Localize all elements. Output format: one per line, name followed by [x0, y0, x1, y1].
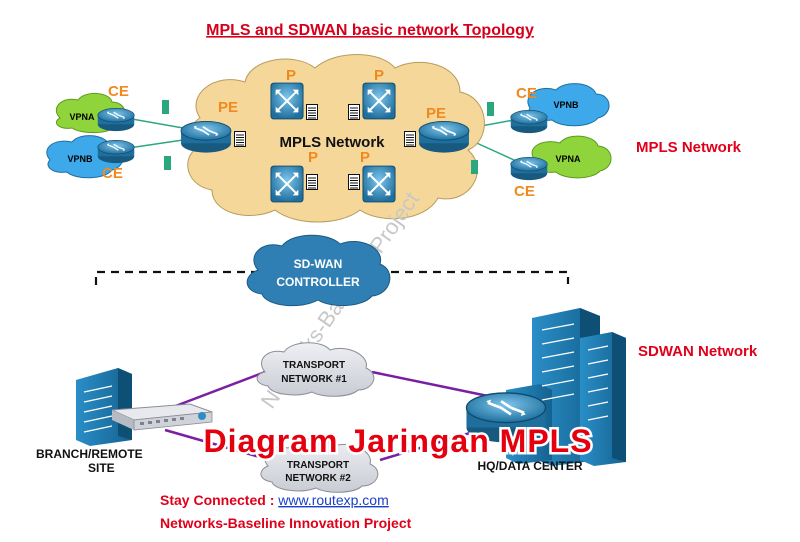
- sdwan-links: [164, 370, 489, 462]
- p-switch-bottom-left: [270, 165, 304, 203]
- footer-link[interactable]: www.routexp.com: [277, 492, 388, 508]
- diagram-title: MPLS and SDWAN basic network Topology: [206, 22, 534, 39]
- p-label-bottom-right: P: [360, 149, 370, 166]
- branch-label-line1: BRANCH/REMOTE: [36, 447, 143, 461]
- sdwan-controller-line1: SD-WAN: [294, 257, 343, 271]
- hq-label: HQ/DATA CENTER: [477, 459, 582, 473]
- p-table-icon-1: [306, 104, 318, 120]
- transport-network-2-cloud: TRANSPORT NETWORK #2: [260, 438, 379, 493]
- p-table-icon-4: [348, 174, 360, 190]
- overlay-headline: Diagram Jaringan MPLS: [203, 423, 592, 459]
- sdwan-section-label: SDWAN Network: [638, 343, 758, 360]
- sdwan-controller-line2: CONTROLLER: [276, 275, 360, 289]
- p-table-icon-2: [348, 104, 360, 120]
- mpls-section-label: MPLS Network: [636, 139, 742, 156]
- p-switch-top-right: [362, 82, 396, 120]
- branch-building-icon: [76, 368, 132, 446]
- p-table-icon-3: [306, 174, 318, 190]
- transport1-line1: TRANSPORT: [283, 360, 345, 371]
- branch-sdwan-appliance: [111, 403, 213, 431]
- pe-left-table-icon: [234, 131, 246, 147]
- vpn-left-bottom-label: VPNB: [67, 154, 93, 164]
- vpn-cloud-right-bottom: VPNA: [531, 135, 612, 179]
- branch-label-line2: SITE: [88, 461, 115, 475]
- ce-label-right-bottom: CE: [514, 183, 535, 200]
- pe-label-right: PE: [426, 105, 446, 122]
- footer-stay-connected: Stay Connected : www.routexp.com: [160, 492, 389, 508]
- footer-stay-label: Stay Connected :: [160, 492, 278, 508]
- pe-router-right: [418, 120, 470, 154]
- ce-router-right-top: [510, 109, 548, 134]
- ce-label-left-bottom: CE: [102, 165, 123, 182]
- ce-router-left-top: [97, 107, 135, 132]
- footer-project: Networks-Baseline Innovation Project: [160, 515, 412, 531]
- mpls-cloud-label: MPLS Network: [279, 134, 385, 151]
- packet-markers: [162, 100, 494, 174]
- ce-label-right-top: CE: [516, 85, 537, 102]
- transport2-line2: NETWORK #2: [285, 473, 351, 484]
- vpn-right-top-label: VPNB: [553, 100, 579, 110]
- vpn-right-bottom-label: VPNA: [555, 154, 581, 164]
- pe-label-left: PE: [218, 99, 238, 116]
- transport1-line2: NETWORK #1: [281, 374, 347, 385]
- control-plane-dashed-line: [94, 270, 570, 285]
- pe-right-table-icon: [404, 131, 416, 147]
- p-label-top-left: P: [286, 67, 296, 84]
- vpn-cloud-right-top: VPNB: [527, 83, 610, 127]
- ce-router-left-bottom: [97, 139, 135, 164]
- ce-label-left-top: CE: [108, 83, 129, 100]
- p-label-bottom-left: P: [308, 149, 318, 166]
- transport-network-1-cloud: TRANSPORT NETWORK #1: [256, 342, 375, 397]
- sdwan-controller-cloud: SD-WAN CONTROLLER: [246, 234, 391, 307]
- ce-router-right-bottom: [510, 156, 548, 181]
- pe-router-left: [180, 120, 232, 154]
- p-label-top-right: P: [374, 67, 384, 84]
- vpn-left-top-label: VPNA: [69, 112, 95, 122]
- p-switch-bottom-right: [362, 165, 396, 203]
- p-switch-top-left: [270, 82, 304, 120]
- transport2-line1: TRANSPORT: [287, 460, 349, 471]
- mpls-cloud: [187, 54, 485, 223]
